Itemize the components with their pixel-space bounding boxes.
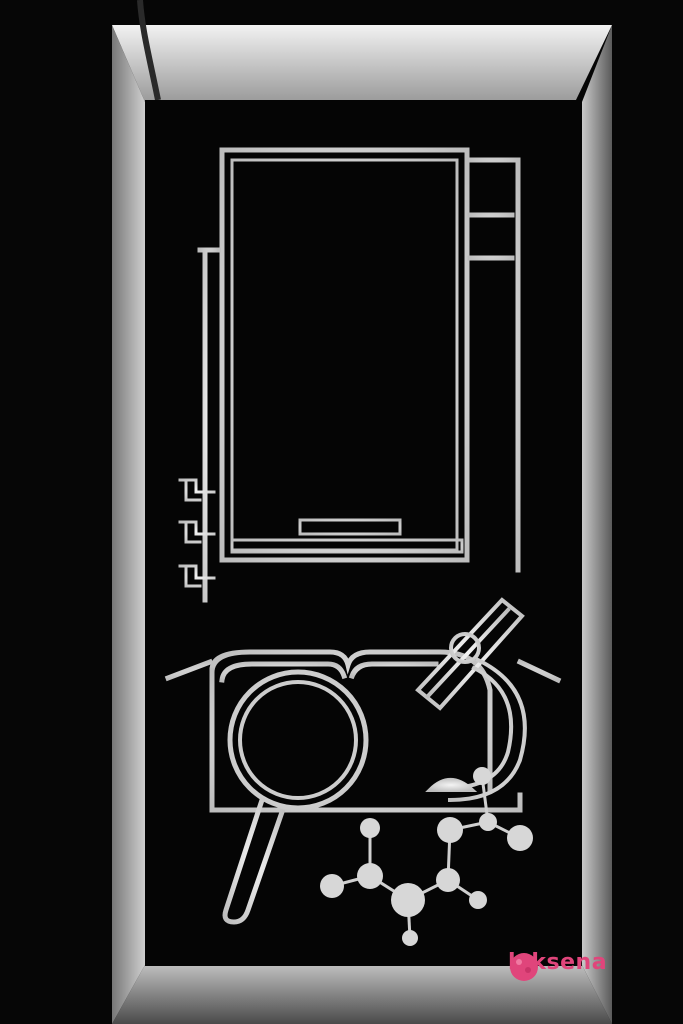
building-floors (230, 176, 464, 554)
molecule (320, 767, 533, 946)
raspberry-logo-icon (510, 953, 538, 981)
power-cable (137, 0, 161, 101)
wall-niche (112, 25, 612, 1024)
side-valves (178, 478, 216, 588)
watermark: laksena (508, 950, 607, 981)
magnifying-glass (222, 669, 369, 925)
cut-artwork (162, 147, 562, 925)
building-frame (162, 147, 536, 683)
lower-structure (164, 569, 562, 684)
